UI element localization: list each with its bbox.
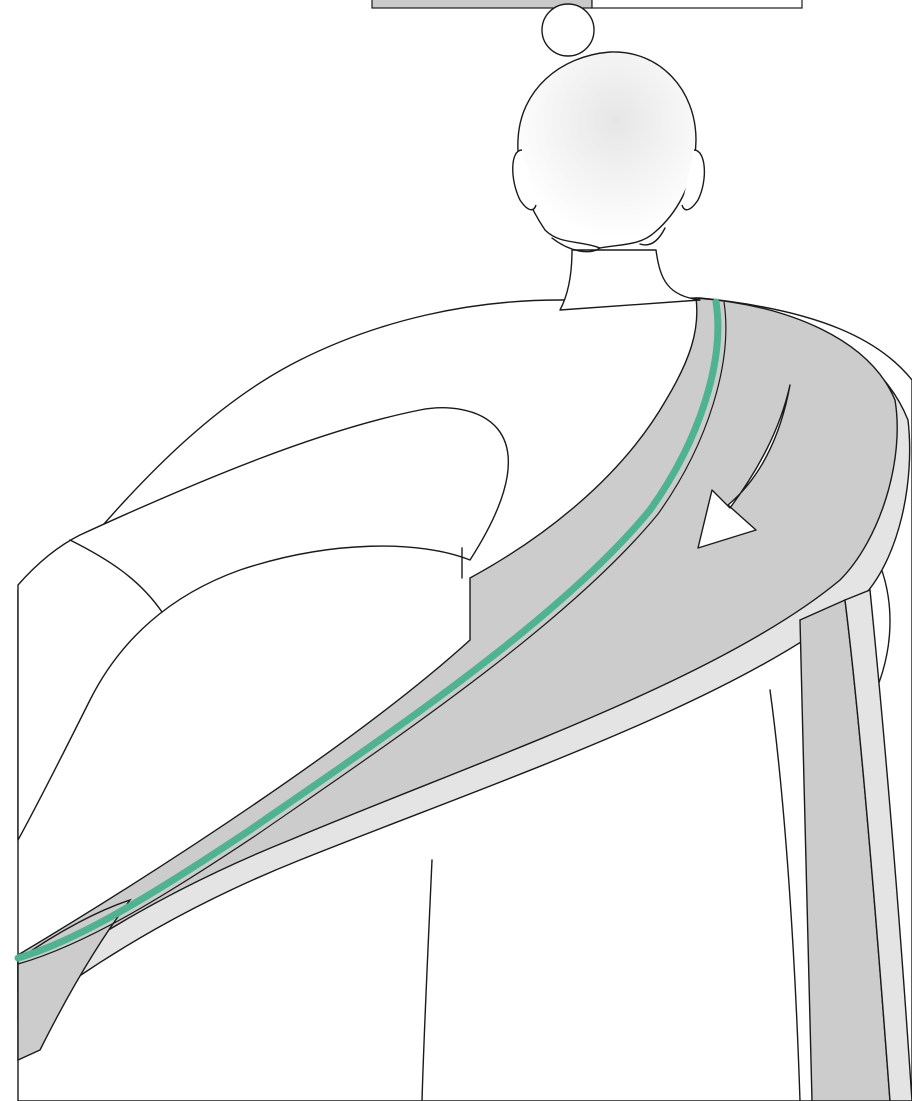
neck xyxy=(560,250,700,310)
head xyxy=(518,52,696,252)
reference-frame xyxy=(372,0,802,8)
hair-bun xyxy=(542,4,594,56)
